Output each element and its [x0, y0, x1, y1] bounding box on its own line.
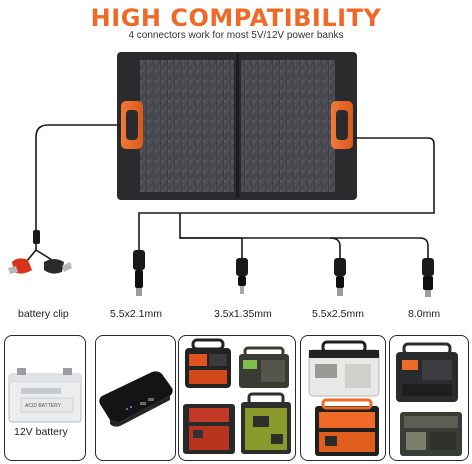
device-box-power-stations-2: [300, 335, 386, 461]
cable-branch-1: [179, 213, 243, 258]
dc-plug-icon: [236, 258, 248, 294]
device-box-power-bank: [95, 335, 176, 461]
device-box-battery: ACID BATTERY 12V battery: [4, 335, 86, 461]
device-box-power-stations: [178, 335, 296, 461]
connector-label-5-5x2-5: 5.5x2.5mm: [312, 308, 364, 320]
power-bank-image: [99, 371, 173, 427]
solar-panel: [117, 52, 357, 200]
cable-branch-2: [180, 237, 341, 258]
panel-left-cells: [140, 60, 234, 192]
portable-power-stations-image: [396, 342, 462, 456]
battery-caption: ACID BATTERY: [25, 403, 61, 409]
portable-power-stations-image: [308, 340, 380, 456]
page-subtitle: 4 connectors work for most 5V/12V power …: [128, 30, 344, 41]
cables: [35, 124, 435, 258]
connector-label-5-5x2-1: 5.5x2.1mm: [110, 308, 162, 320]
cable-branch-3: [330, 237, 429, 258]
dc-plug-icon: [334, 258, 346, 296]
connector-label-8-0: 8.0mm: [408, 308, 441, 320]
dc-plug-icon: [422, 258, 434, 297]
left-handle: [121, 101, 143, 149]
cable-left: [35, 124, 121, 230]
alligator-clip-icon: [8, 230, 72, 274]
device-box-power-stations-3: [389, 335, 469, 461]
page-title: HIGH COMPATIBILITY: [90, 4, 382, 32]
connector-label-battery-clip: battery clip: [18, 308, 69, 320]
panel-right-cells: [241, 60, 335, 192]
right-handle: [331, 101, 353, 149]
connector-label-3-5x1-35: 3.5x1.35mm: [214, 308, 272, 320]
battery-label: 12V battery: [14, 426, 68, 438]
portable-power-stations-image: [183, 338, 291, 454]
cable-right: [138, 137, 435, 250]
dc-plug-icon: [133, 250, 145, 296]
car-battery-image: [8, 368, 82, 423]
